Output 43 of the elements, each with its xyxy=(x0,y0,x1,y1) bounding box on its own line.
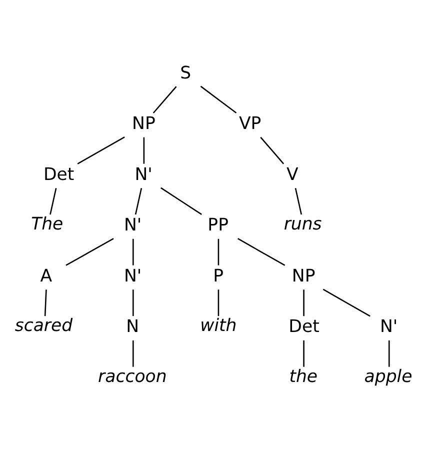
node-text: Det xyxy=(288,316,320,337)
connector xyxy=(294,187,302,214)
node-text: with xyxy=(200,316,237,336)
node-text: scared xyxy=(14,316,73,336)
node-text: V xyxy=(286,164,298,184)
connector xyxy=(218,289,220,316)
connector xyxy=(160,186,202,214)
node-text: P xyxy=(213,266,224,286)
node-text: NP xyxy=(132,114,156,134)
connector xyxy=(152,86,177,113)
node-text: apple xyxy=(364,366,412,386)
connector xyxy=(388,340,390,366)
node-text: The xyxy=(31,214,64,234)
node-text: S xyxy=(180,62,192,83)
connector xyxy=(134,187,142,214)
node-text: N' xyxy=(380,316,398,337)
node-text: PP xyxy=(208,215,228,236)
node-text: A xyxy=(40,266,52,286)
connector xyxy=(132,340,134,366)
connector xyxy=(50,187,57,214)
node-text: NP xyxy=(292,266,316,286)
connector xyxy=(44,289,47,316)
connector xyxy=(132,289,134,316)
connector xyxy=(218,238,220,265)
connector xyxy=(66,238,114,266)
node-text: Det xyxy=(43,164,74,184)
connector xyxy=(303,289,304,316)
node-text: VP xyxy=(238,114,262,134)
connector xyxy=(132,238,134,265)
connector xyxy=(200,85,237,113)
node-text: raccoon xyxy=(98,366,167,386)
connector xyxy=(238,238,286,266)
connector xyxy=(77,136,125,164)
connector xyxy=(303,340,304,366)
node-text: N' xyxy=(124,266,142,286)
node-text: the xyxy=(289,366,318,386)
connector xyxy=(322,288,370,316)
connector xyxy=(260,136,284,164)
node-text: N' xyxy=(134,164,152,184)
node-text: runs xyxy=(284,214,322,234)
node-text: N' xyxy=(124,215,142,236)
connector xyxy=(143,136,145,164)
node-text: N xyxy=(126,316,140,337)
